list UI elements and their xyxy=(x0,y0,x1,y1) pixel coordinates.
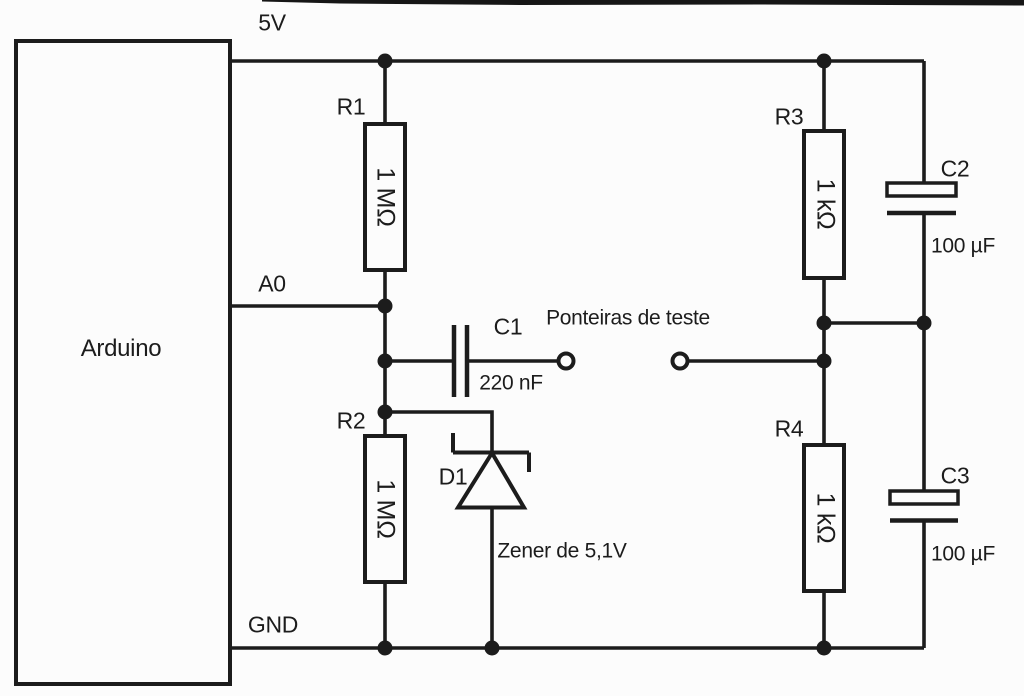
capacitor-c1-plates xyxy=(451,325,470,397)
wire-d1-branch xyxy=(385,410,494,451)
pin-label-5v: 5V xyxy=(258,9,286,36)
arduino-label: Arduino xyxy=(80,335,162,362)
capacitor-c2-plate-top xyxy=(885,181,958,198)
r2-value: 1 MΩ xyxy=(371,479,400,539)
junction-dot xyxy=(377,404,393,420)
junction-dot xyxy=(377,53,393,69)
junction-dot xyxy=(916,315,932,331)
junction-dots xyxy=(377,53,932,656)
junction-dot xyxy=(484,640,500,656)
junction-dot xyxy=(816,315,832,331)
d1-value: Zener de 5,1V xyxy=(497,539,627,563)
junction-dot xyxy=(816,353,832,369)
c2-value: 100 µF xyxy=(931,234,995,258)
c1-value: 220 nF xyxy=(479,371,543,395)
r1-value: 1 MΩ xyxy=(371,167,400,227)
junction-dot xyxy=(377,640,393,656)
r3-label: R3 xyxy=(774,103,804,130)
pin-label-gnd: GND xyxy=(247,611,299,638)
zener-d1-triangle xyxy=(454,449,528,510)
junction-dot xyxy=(377,353,393,369)
test-probes-annotation: Ponteiras de teste xyxy=(546,306,710,330)
torn-paper-edge xyxy=(262,0,1024,6)
r3-value: 1 kΩ xyxy=(811,178,840,230)
arduino-box xyxy=(14,39,232,686)
r4-label: R4 xyxy=(774,415,804,442)
c3-label: C3 xyxy=(940,462,970,489)
c2-label: C2 xyxy=(940,155,970,182)
r1-label: R1 xyxy=(336,93,366,120)
probe-terminal-left xyxy=(556,351,576,371)
probe-terminal-right xyxy=(670,351,690,371)
pin-label-a0: A0 xyxy=(258,270,286,297)
c1-label: C1 xyxy=(493,313,523,340)
junction-dot xyxy=(377,298,393,314)
junction-dot xyxy=(816,640,832,656)
junction-dot xyxy=(816,53,832,69)
r4-value: 1 kΩ xyxy=(811,492,840,544)
c3-value: 100 µF xyxy=(931,542,995,566)
capacitor-c3-plate-top xyxy=(888,489,960,506)
r2-label: R2 xyxy=(336,407,366,434)
d1-label: D1 xyxy=(438,463,468,490)
